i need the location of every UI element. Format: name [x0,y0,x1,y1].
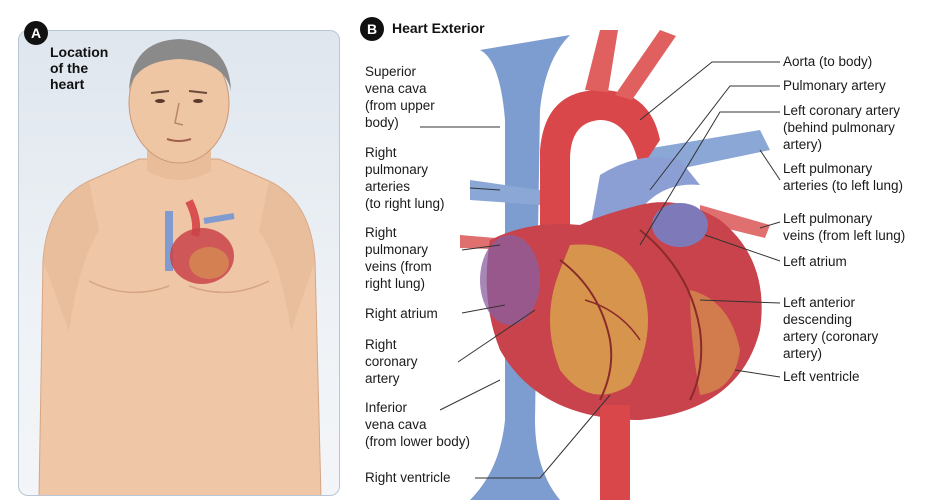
label-right-atrium: Right atrium [365,305,438,322]
descending-aorta-shape [600,405,630,500]
label-superior-vena-cava: Superior vena cava (from upper body) [365,63,435,131]
label-left-coronary-artery: Left coronary artery (behind pulmonary a… [783,102,900,153]
label-right-ventricle: Right ventricle [365,469,451,486]
aorta-branch-shape [585,30,618,92]
label-left-atrium: Left atrium [783,253,847,270]
label-right-pulmonary-veins: Right pulmonary veins (from right lung) [365,224,432,292]
label-pulmonary-artery: Pulmonary artery [783,77,886,94]
right-atrium-shape [480,235,540,325]
label-right-pulmonary-arteries: Right pulmonary arteries (to right lung) [365,144,445,212]
label-right-coronary-artery: Right coronary artery [365,336,418,387]
label-aorta: Aorta (to body) [783,53,872,70]
label-left-pulmonary-arteries: Left pulmonary arteries (to left lung) [783,160,903,194]
left-atrium-shape [652,203,708,247]
label-left-anterior-descending-artery: Left anterior descending artery (coronar… [783,294,878,362]
label-left-ventricle: Left ventricle [783,368,860,385]
label-inferior-vena-cava: Inferior vena cava (from lower body) [365,399,470,450]
aorta-branch-shape-2 [615,30,676,100]
label-left-pulmonary-veins: Left pulmonary veins (from left lung) [783,210,905,244]
